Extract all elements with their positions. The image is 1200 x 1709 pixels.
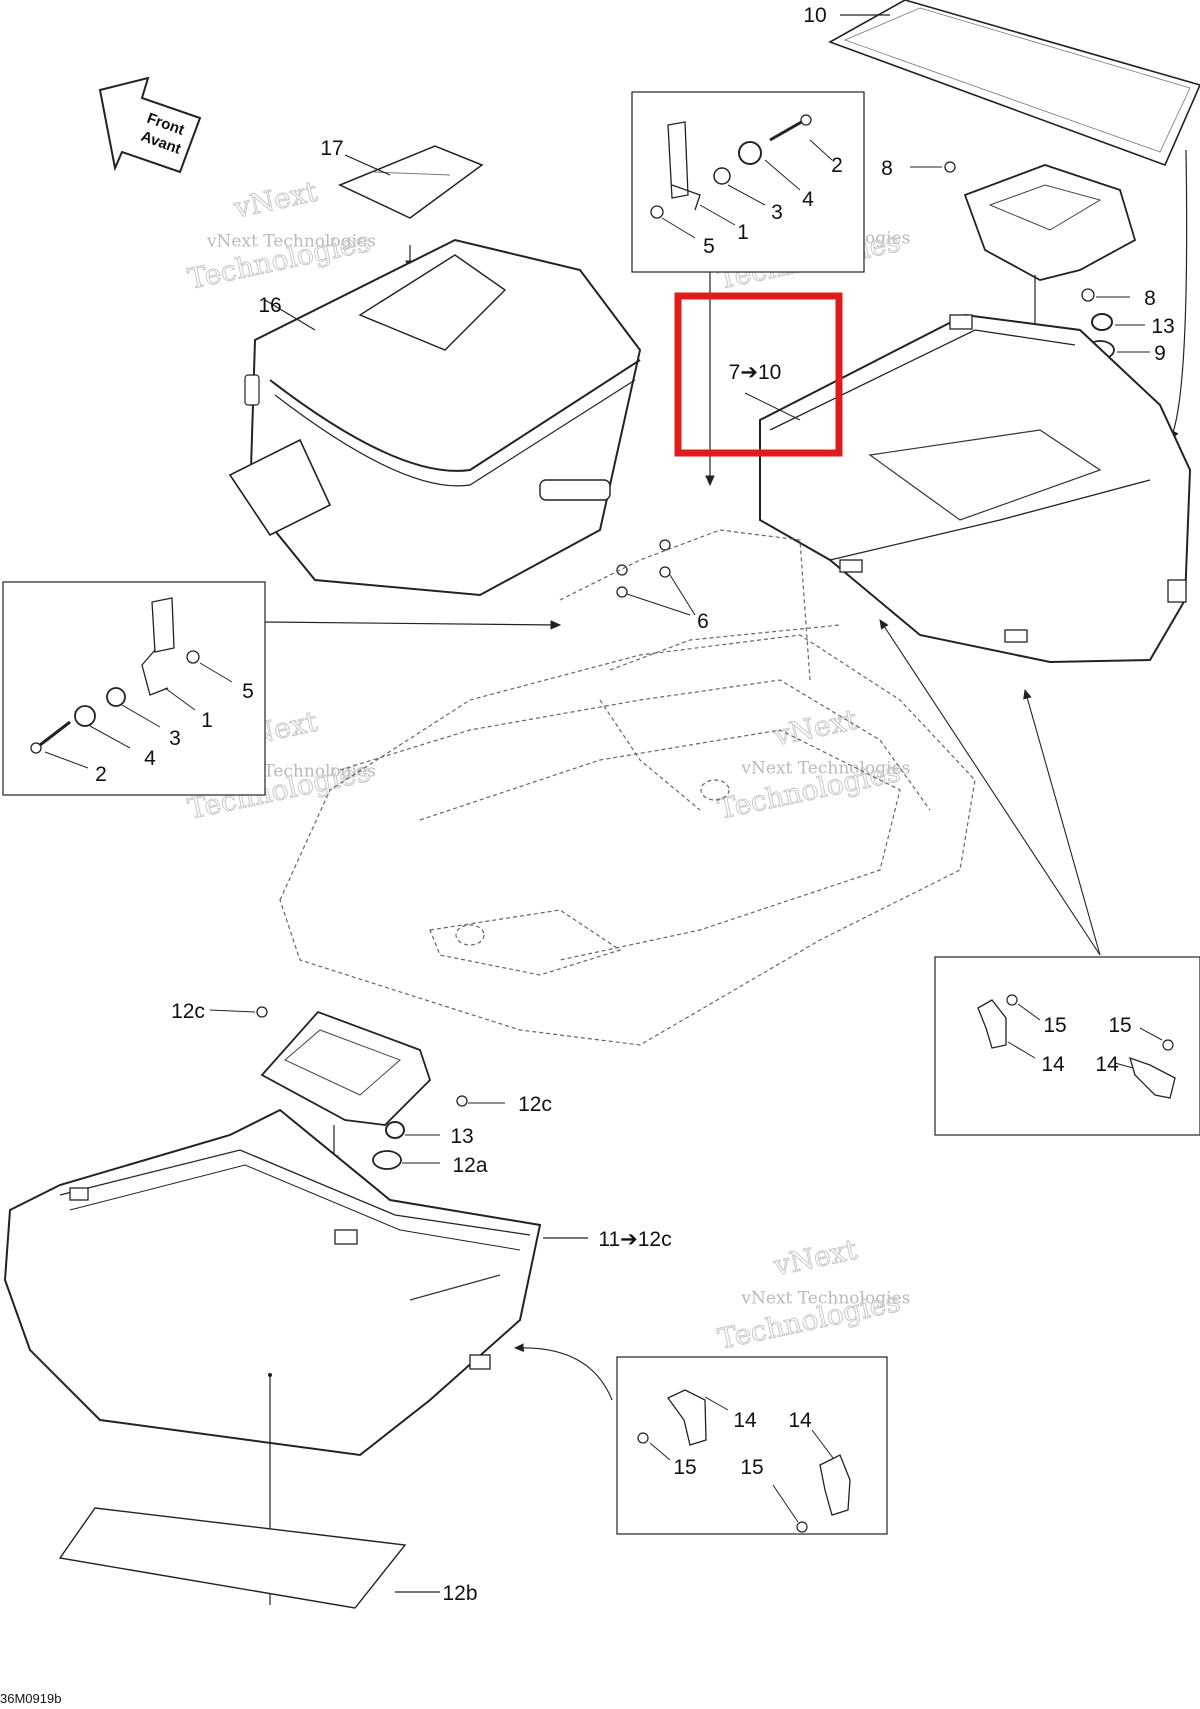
svg-text:15: 15: [673, 1456, 696, 1479]
hinge-hardware-inset-top: 2 4 3 1 5: [631, 91, 865, 487]
part-17-label: 17: [320, 137, 484, 272]
front-direction-arrow: Front Avant: [98, 76, 202, 174]
svg-text:15: 15: [1108, 1014, 1131, 1037]
svg-text:3: 3: [771, 201, 783, 224]
vehicle-rear-frame: [279, 529, 976, 1046]
svg-text:3: 3: [169, 727, 181, 750]
hinge-hardware-inset-left: 5 1 3 4 2: [2, 581, 562, 796]
svg-text:2: 2: [95, 763, 107, 786]
svg-text:17: 17: [320, 137, 343, 160]
svg-text:vNext Technologies: vNext Technologies: [740, 1289, 910, 1309]
watermark-bottom-right: vNext vNext Technologies Technologies: [714, 1232, 910, 1356]
part-12c-cover: 12c 12c 13 12a: [171, 1000, 552, 1177]
svg-text:11➔12c: 11➔12c: [598, 1228, 671, 1251]
clips-inset-bottom: 14 14 15 15: [616, 1356, 888, 1535]
svg-text:12a: 12a: [452, 1154, 487, 1177]
figure-code: 36M0919b: [0, 1691, 61, 1706]
highlight-box-7-10: 7➔10: [674, 292, 843, 457]
part-10-panel: 10: [803, 0, 1200, 442]
svg-text:12b: 12b: [442, 1582, 477, 1605]
svg-text:10: 10: [803, 4, 826, 27]
svg-text:13: 13: [450, 1125, 473, 1148]
svg-text:2: 2: [831, 154, 843, 177]
svg-text:6: 6: [697, 610, 709, 633]
svg-text:4: 4: [802, 188, 814, 211]
clips-inset-right: 15 15 14 14: [934, 956, 1200, 1136]
svg-text:15: 15: [1043, 1014, 1066, 1037]
svg-text:14: 14: [1041, 1053, 1065, 1076]
svg-text:12c: 12c: [171, 1000, 205, 1023]
svg-text:8: 8: [881, 157, 893, 180]
svg-text:vNext: vNext: [770, 703, 861, 753]
svg-text:12c: 12c: [518, 1093, 552, 1116]
part-6-bolts: 6: [616, 539, 709, 633]
part-16-top-case: 16: [228, 238, 642, 597]
svg-text:16: 16: [258, 294, 281, 317]
svg-text:1: 1: [201, 709, 213, 732]
svg-text:8: 8: [1144, 287, 1156, 310]
svg-text:14: 14: [733, 1409, 757, 1432]
left-saddlebag: 11➔12c: [3, 1108, 672, 1457]
svg-text:5: 5: [242, 680, 254, 703]
svg-text:vNext: vNext: [230, 175, 321, 225]
svg-text:13: 13: [1151, 315, 1174, 338]
svg-text:1: 1: [737, 221, 749, 244]
leader-arrows-right-inset: [879, 619, 1101, 956]
svg-text:vNext Technologies: vNext Technologies: [206, 232, 376, 252]
watermark-mid-right: vNext vNext Technologies Technologies: [714, 702, 910, 826]
svg-text:4: 4: [144, 747, 156, 770]
svg-text:vNext: vNext: [770, 1233, 861, 1283]
svg-text:7➔10: 7➔10: [729, 361, 782, 384]
right-saddlebag: [759, 313, 1192, 664]
svg-text:9: 9: [1154, 342, 1166, 365]
svg-text:14: 14: [788, 1409, 812, 1432]
svg-text:14: 14: [1095, 1053, 1119, 1076]
part-12b-decal: 12b: [58, 1373, 478, 1609]
svg-text:15: 15: [740, 1456, 763, 1479]
svg-text:5: 5: [703, 235, 715, 258]
